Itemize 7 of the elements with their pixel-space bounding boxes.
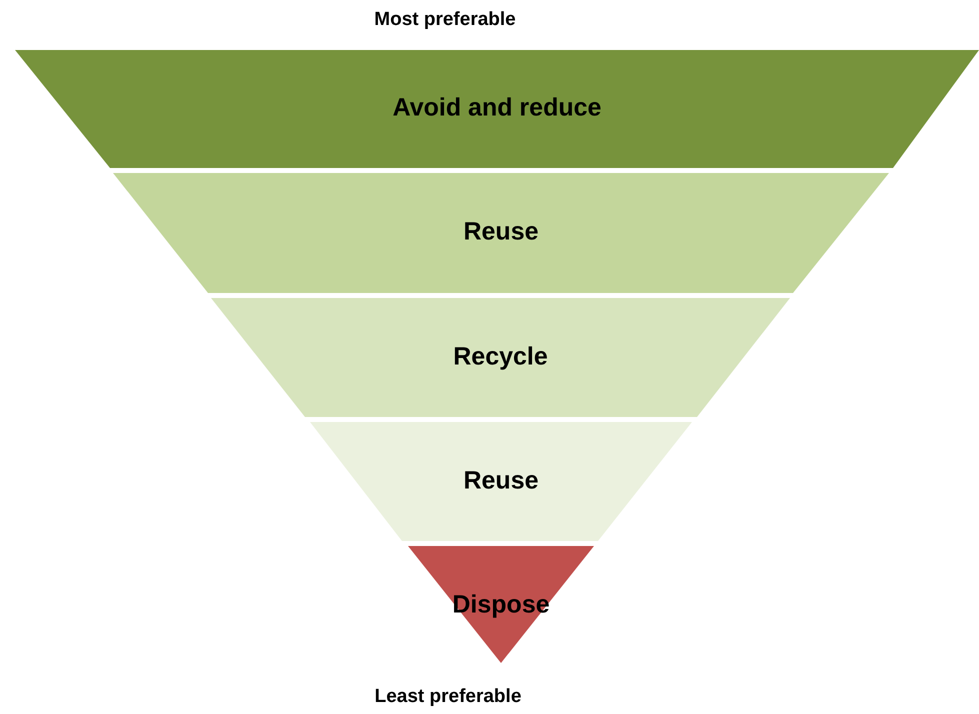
band-label: Dispose [452, 590, 550, 620]
preference-note: Least preferable [374, 686, 522, 708]
band-label: Avoid and reduce [392, 94, 602, 122]
band-label: Reuse [463, 466, 539, 496]
preference-note: Most preferable [374, 9, 516, 31]
band-label: Reuse [463, 218, 539, 246]
band-label: Recycle [453, 342, 548, 372]
